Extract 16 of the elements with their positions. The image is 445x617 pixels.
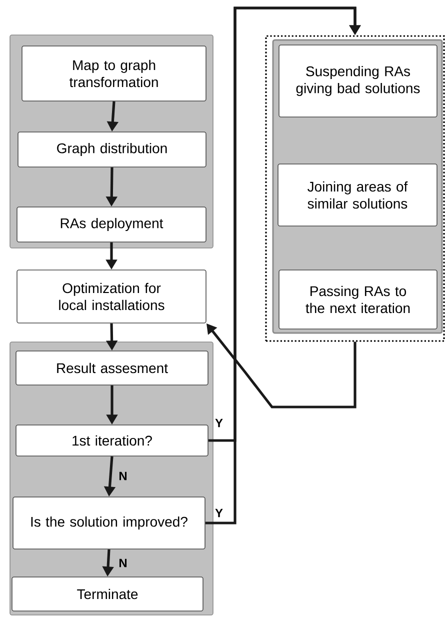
process-box: Optimization for local installations: [16, 270, 206, 324]
process-box: Graph distribution: [18, 132, 206, 168]
process-box: Result assesment: [16, 350, 208, 386]
process-box: Is the solution improved?: [12, 496, 206, 550]
process-box: Suspending RAs giving bad solutions: [278, 44, 438, 118]
edge-label: N: [118, 470, 128, 482]
process-box: Map to graph transformation: [22, 46, 206, 102]
process-box: Passing RAs to the next iteration: [278, 270, 438, 330]
process-box: 1st iteration?: [16, 424, 208, 456]
process-box: RAs deployment: [16, 206, 206, 242]
process-box: Joining areas of similar solutions: [278, 164, 438, 226]
edge-label: Y: [214, 418, 224, 428]
process-box: Terminate: [12, 576, 204, 612]
arrow: [205, 6, 361, 524]
edge-label: Y: [214, 508, 224, 518]
edge-label: N: [118, 558, 128, 568]
